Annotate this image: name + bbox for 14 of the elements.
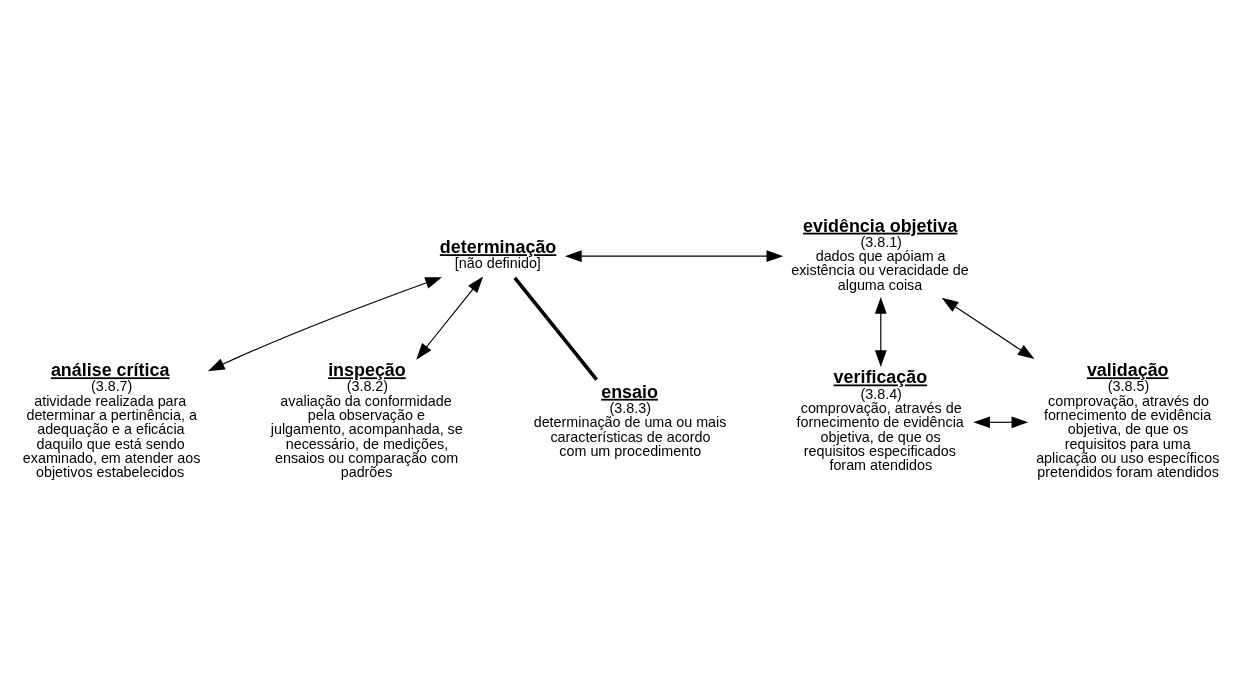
node-text: verificação (3.8.4) comprovação, através de fornecimento de evidência objetiva, de que os requisitos especificados foram atendidos (796, 367, 964, 474)
arrow (941, 297, 1035, 360)
node-text: determinação [não definido] (439, 237, 557, 272)
arrow (564, 250, 784, 263)
node-text: ensaio (3.8.3) determinação de uma ou mais características de acordo com um procedimento (533, 381, 727, 459)
node-text: evidência objetiva (3.8.1) dados que apóiam a existência ou veracidade de alguma coisa (791, 215, 969, 293)
arrow (416, 276, 484, 360)
connector (513, 276, 598, 381)
node-text: validação (3.8.5) comprovação, através do fornecimento de evidência objetiva, de que os requisitos para uma aplicação ou uso específicos pretendidos foram atendidos (1036, 360, 1220, 481)
arrow (207, 277, 442, 372)
node-text: análise crítica (3.8.7) atividade realizada para determinar a pertinência, a adequação e a eficácia daquilo que está sendo examinado, em atender aos objetivos estabelecidos (22, 360, 201, 481)
arrow (973, 416, 1029, 429)
arrow (874, 296, 887, 368)
node-text: inspeção (3.8.2) avaliação da conformidade pela observação e julgamento, acompanhada, se necessário, de medições, ensaios ou comparação com padrões (270, 360, 463, 481)
